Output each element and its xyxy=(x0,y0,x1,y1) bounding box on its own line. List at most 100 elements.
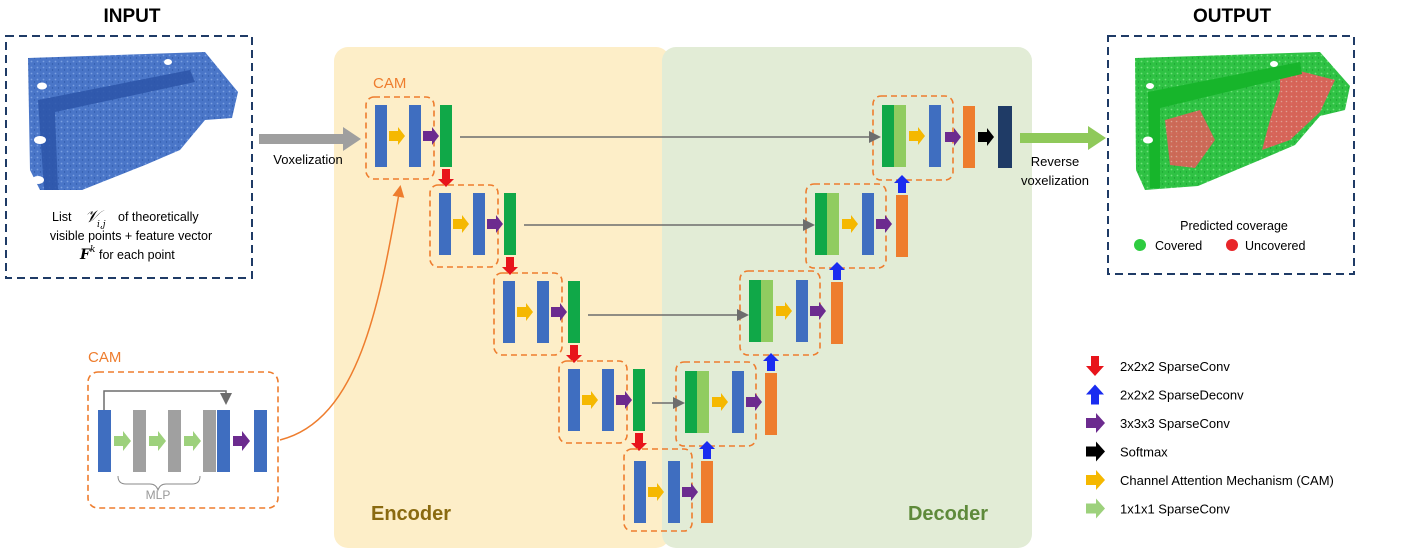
reverse-voxelization-label-1: Reverse xyxy=(1031,154,1079,169)
encoder-cam-box xyxy=(493,272,563,356)
legend-item-label: 2x2x2 SparseConv xyxy=(1120,359,1230,374)
encoder-cam-box xyxy=(365,96,435,180)
decoder-upsampled-block xyxy=(697,371,709,433)
cam-module-blocks xyxy=(98,390,267,492)
svg-text:for each point: for each point xyxy=(99,248,175,262)
encoder-output-block xyxy=(568,281,580,343)
encoder-output-block xyxy=(504,193,516,255)
svg-text:visible points + feature vecto: visible points + feature vector xyxy=(50,229,212,243)
conv-arrow-icon xyxy=(945,128,961,146)
bottleneck-feature-block xyxy=(634,461,646,523)
conv-arrow-icon xyxy=(876,215,892,233)
cam-arrow-icon xyxy=(712,393,728,411)
legend-arrow-up-icon xyxy=(1086,384,1104,405)
decoder-skip-block xyxy=(685,371,697,433)
downsample-arrow-icon xyxy=(566,345,582,363)
mlp-label: MLP xyxy=(146,488,171,502)
encoder-feature-block xyxy=(375,105,387,167)
uncovered-swatch xyxy=(1226,239,1238,251)
upsample-arrow-icon xyxy=(763,353,779,371)
encoder-output-block xyxy=(633,369,645,431)
conv-arrow-icon xyxy=(682,483,698,501)
legend-arrow-right-icon xyxy=(1086,498,1105,519)
decoder-output-block xyxy=(765,373,777,435)
svg-text:List: List xyxy=(52,210,72,224)
legend-item-label: 3x3x3 SparseConv xyxy=(1120,416,1230,431)
covered-label: Covered xyxy=(1155,239,1202,253)
cam-arrow-icon xyxy=(453,215,469,233)
downsample-arrow-icon xyxy=(631,433,647,451)
conv-arrow-icon xyxy=(551,303,567,321)
cam-arrow-icon xyxy=(909,127,925,145)
input-caption: List 𝒱 i,j of theoretically visible poin… xyxy=(50,207,212,263)
svg-text:k: k xyxy=(90,245,95,255)
encoder-cam-box xyxy=(558,360,628,444)
decoder-label: Decoder xyxy=(908,503,988,525)
cam-arrow-icon xyxy=(389,127,405,145)
svg-text:F: F xyxy=(79,247,91,263)
decoder-skip-block xyxy=(749,280,761,342)
legend-item-label: 1x1x1 SparseConv xyxy=(1120,502,1230,517)
decoder-feature-block xyxy=(796,280,808,342)
cam-label-top: CAM xyxy=(373,75,406,92)
decoder-upsampled-block xyxy=(894,105,906,167)
cam-arrow-icon xyxy=(582,391,598,409)
input-point-cloud xyxy=(28,52,238,190)
input-heading: INPUT xyxy=(104,6,161,27)
cam-module-label: CAM xyxy=(88,349,121,366)
reverse-voxelization-arrow xyxy=(1020,126,1106,150)
legend-arrow-right-icon xyxy=(1086,470,1105,490)
encoder-cam-box xyxy=(429,184,499,268)
decoder-upsampled-block xyxy=(761,280,773,342)
encoder-panel xyxy=(334,47,670,548)
encoder-label: Encoder xyxy=(371,503,451,525)
output-point-cloud xyxy=(1135,52,1350,190)
decoder-output-block xyxy=(896,195,908,257)
decoder-skip-block xyxy=(882,105,894,167)
encoder-feature-block xyxy=(602,369,614,431)
conv-arrow-icon xyxy=(746,393,762,411)
decoder-feature-block xyxy=(862,193,874,255)
legend-arrow-right-icon xyxy=(1086,441,1105,462)
legend: 2x2x2 SparseConv 2x2x2 SparseDeconv 3x3x3 … xyxy=(1086,356,1334,519)
output-panel xyxy=(1107,35,1355,275)
softmax-arrow-icon xyxy=(978,128,994,146)
conv-arrow-icon xyxy=(487,215,503,233)
final-conv-block xyxy=(963,106,975,168)
downsample-arrow-icon xyxy=(502,257,518,275)
output-heading: OUTPUT xyxy=(1193,6,1272,27)
legend-item-label: 2x2x2 SparseDeconv xyxy=(1120,388,1244,403)
legend-arrow-right-icon xyxy=(1086,413,1105,433)
bottleneck-cam-box xyxy=(623,448,693,532)
uncovered-label: Uncovered xyxy=(1245,239,1305,253)
cam-arrow-icon xyxy=(842,215,858,233)
voxelization-arrow xyxy=(259,127,361,151)
svg-text:i,j: i,j xyxy=(97,220,106,230)
svg-text:of theoretically: of theoretically xyxy=(118,210,199,224)
covered-swatch xyxy=(1134,239,1146,251)
cam-arrow-icon xyxy=(517,303,533,321)
encoder-feature-block xyxy=(439,193,451,255)
decoder-feature-block xyxy=(732,371,744,433)
decoder-upsampled-block xyxy=(827,193,839,255)
output-legend-title: Predicted coverage xyxy=(1180,219,1288,233)
legend-item-label: Softmax xyxy=(1120,445,1168,460)
encoder-output-block xyxy=(440,105,452,167)
decoder-output-block xyxy=(831,282,843,344)
upsample-arrow-icon xyxy=(894,175,910,193)
decoder-panel xyxy=(662,47,1032,548)
upsample-arrow-icon xyxy=(699,441,715,459)
voxelization-label: Voxelization xyxy=(273,152,342,167)
decoder-feature-block xyxy=(929,105,941,167)
encoder-feature-block xyxy=(409,105,421,167)
cam-link-curve xyxy=(279,185,405,441)
conv-arrow-icon xyxy=(616,391,632,409)
legend-item-label: Channel Attention Mechanism (CAM) xyxy=(1120,473,1334,488)
upsample-arrow-icon xyxy=(829,262,845,280)
conv-arrow-icon xyxy=(810,302,826,320)
decoder-skip-block xyxy=(815,193,827,255)
cam-module-box xyxy=(87,371,279,509)
encoder-feature-block xyxy=(537,281,549,343)
